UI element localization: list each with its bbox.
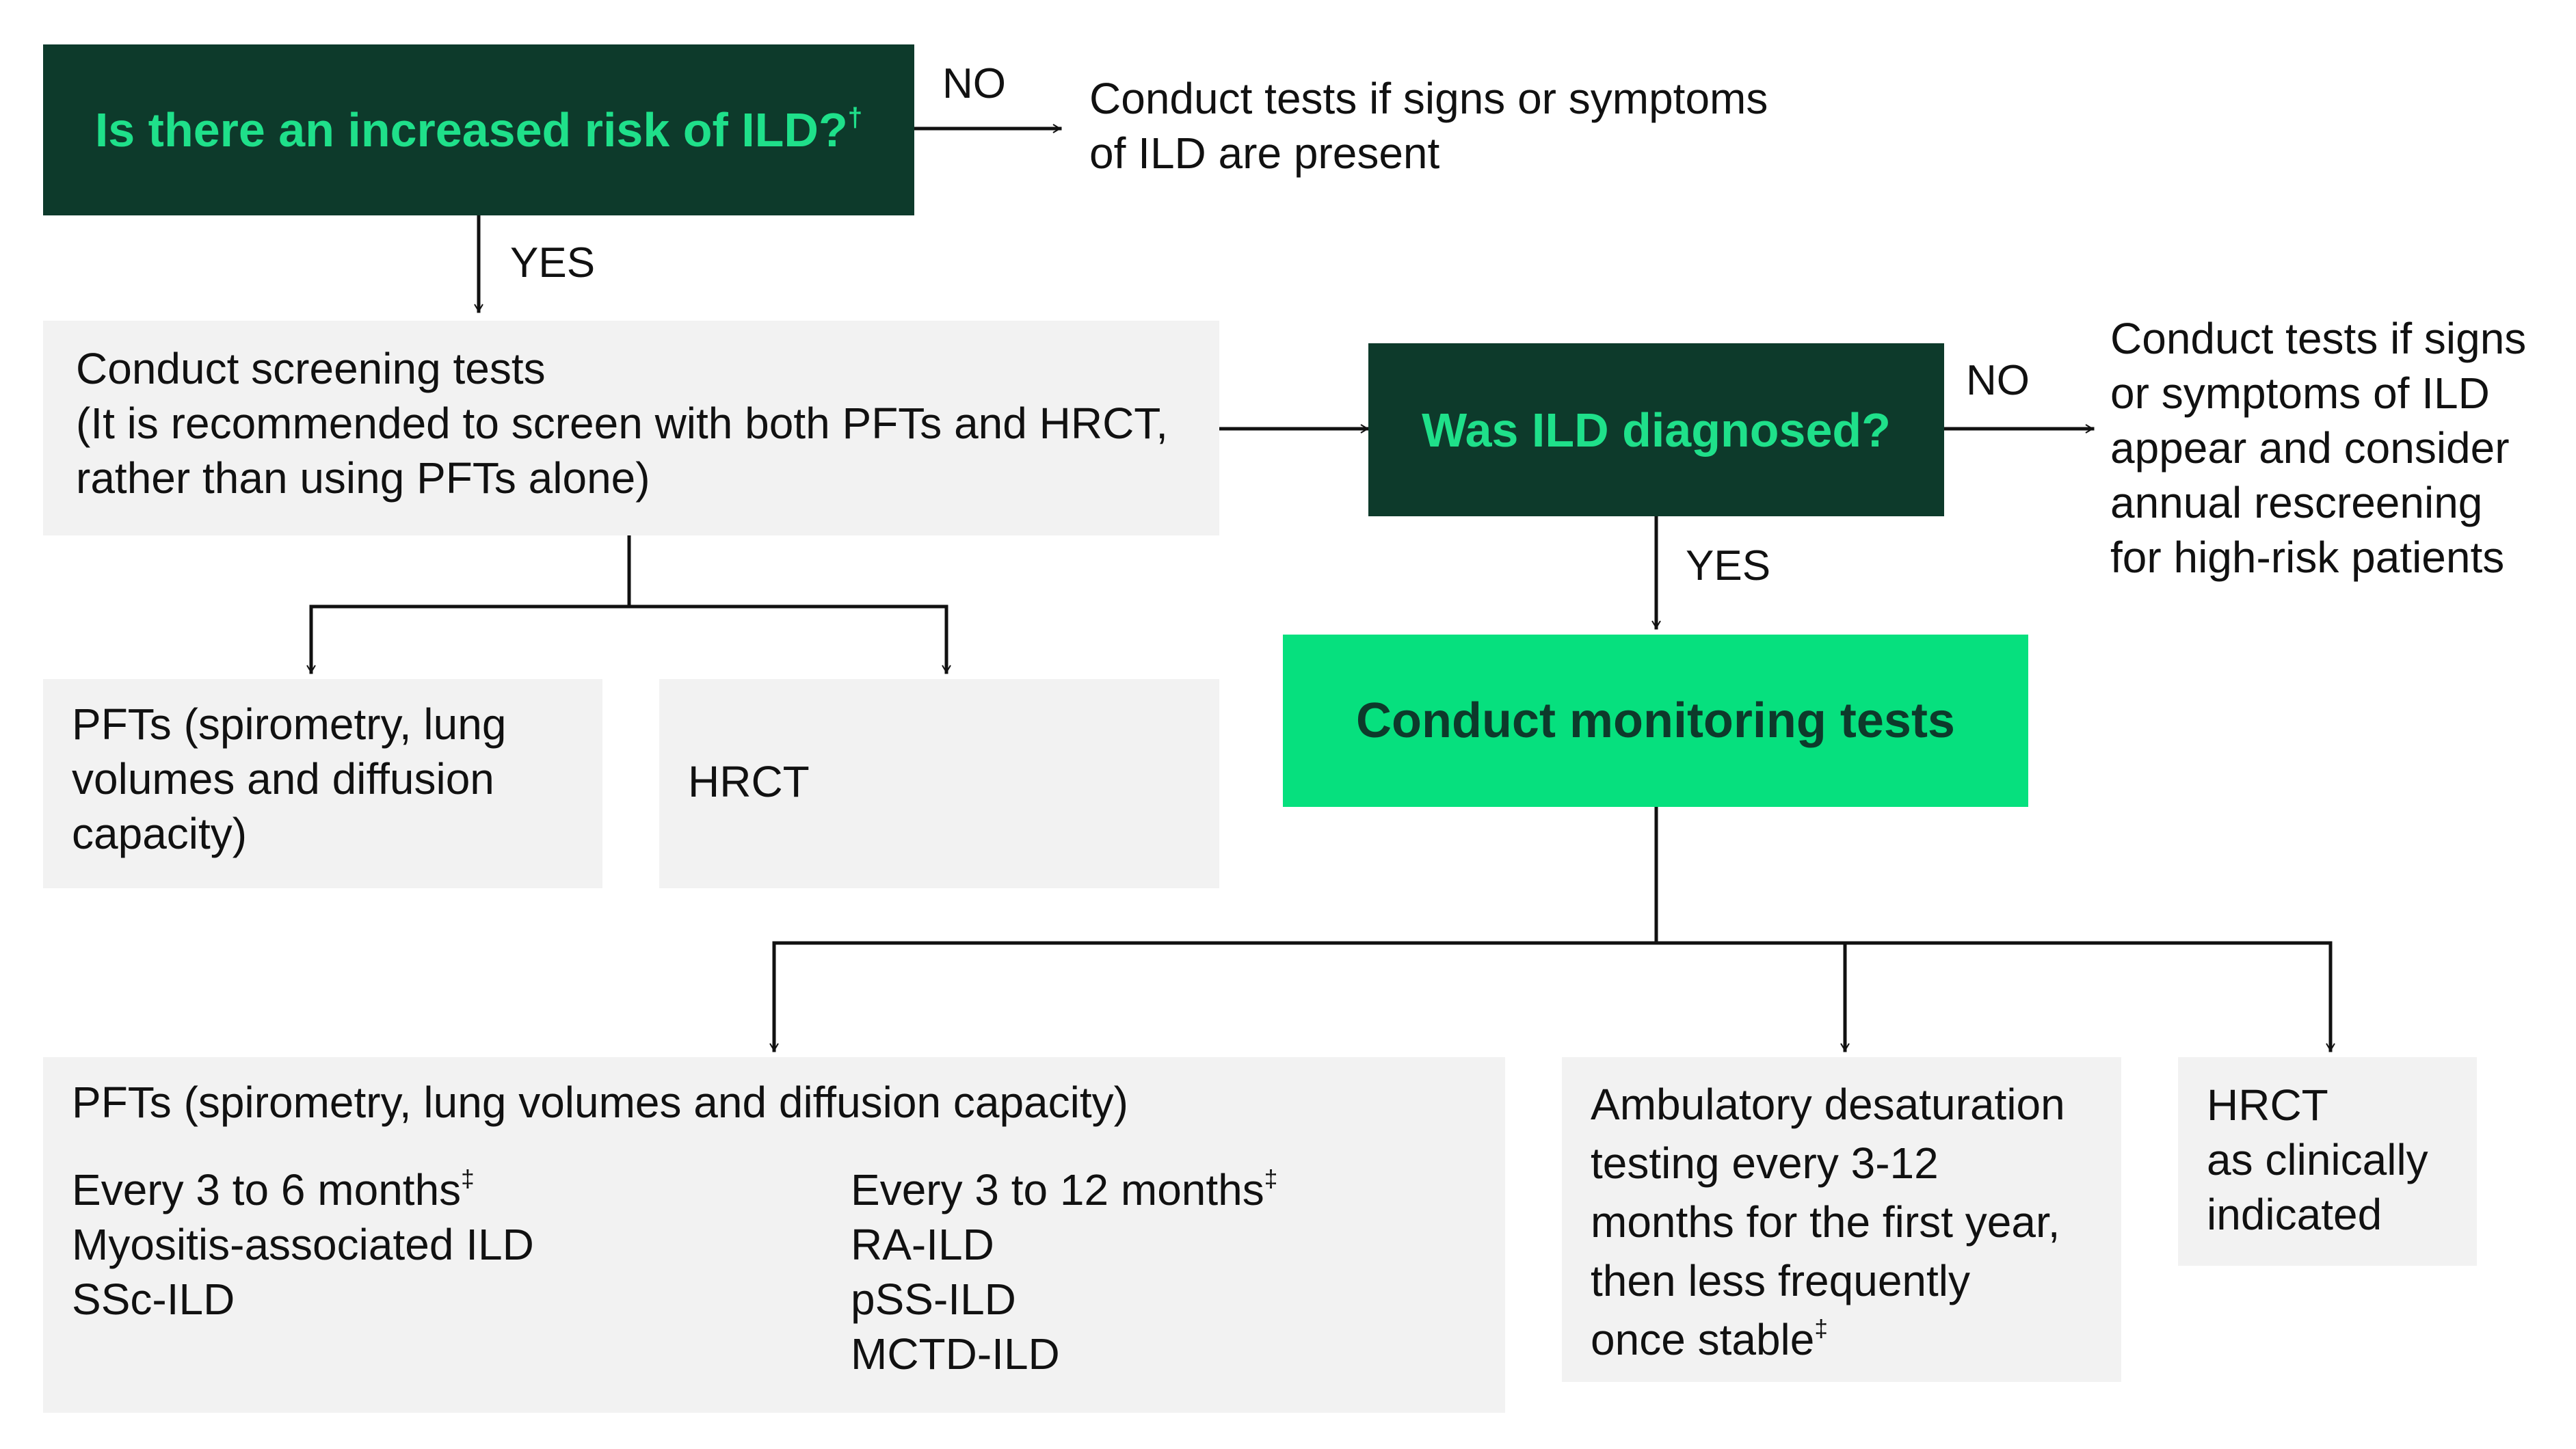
screening-pfts-text: PFTs (spirometry, lung volumes and diffu… (72, 700, 507, 858)
monitoring-hrct-text: HRCT as clinically indicated (2207, 1080, 2428, 1239)
monitoring-pfts-box: PFTs (spirometry, lung volumes and diffu… (43, 1057, 1505, 1413)
monitoring-ambulatory-box: Ambulatory desaturation testing every 3-… (1562, 1057, 2121, 1382)
screening-tests-box: Conduct screening tests (It is recommend… (43, 321, 1219, 535)
monitoring-tests-box: Conduct monitoring tests (1283, 635, 2028, 807)
monitoring-pfts-header: PFTs (spirometry, lung volumes and diffu… (72, 1078, 1128, 1127)
monitoring-pfts-left-heading: Every 3 to 6 months‡ (72, 1165, 475, 1214)
screening-hrct-box: HRCT (659, 679, 1219, 888)
no-label-2: NO (1966, 357, 2030, 404)
no-outcome-1-text: Conduct tests if signs or symptoms of IL… (1089, 74, 1768, 178)
question-increased-risk: Is there an increased risk of ILD?† (43, 44, 914, 215)
question-increased-risk-text: Is there an increased risk of ILD?† (94, 103, 863, 157)
no-outcome-2-text: Conduct tests if signs or symptoms of IL… (2110, 314, 2527, 582)
question-ild-diagnosed-text: Was ILD diagnosed? (1422, 403, 1891, 457)
question-ild-diagnosed: Was ILD diagnosed? (1368, 343, 1944, 516)
monitoring-pfts-left-items: Myositis-associated ILD SSc-ILD (72, 1220, 534, 1324)
no-label-1: NO (942, 60, 1006, 107)
monitoring-pfts-right-heading: Every 3 to 12 months‡ (851, 1165, 1278, 1214)
yes-label-1: YES (510, 239, 596, 287)
monitoring-ambulatory-text: Ambulatory desaturation testing every 3-… (1591, 1080, 2065, 1364)
yes-label-2: YES (1686, 542, 1771, 589)
monitoring-hrct-box: HRCT as clinically indicated (2178, 1057, 2477, 1266)
screening-tests-text: Conduct screening tests (It is recommend… (76, 344, 1169, 503)
monitoring-tests-title: Conduct monitoring tests (1356, 693, 1955, 748)
monitoring-pfts-right-items: RA-ILD pSS-ILD MCTD-ILD (851, 1220, 1060, 1379)
screening-hrct-text: HRCT (688, 757, 810, 806)
screening-pfts-box: PFTs (spirometry, lung volumes and diffu… (43, 679, 602, 888)
